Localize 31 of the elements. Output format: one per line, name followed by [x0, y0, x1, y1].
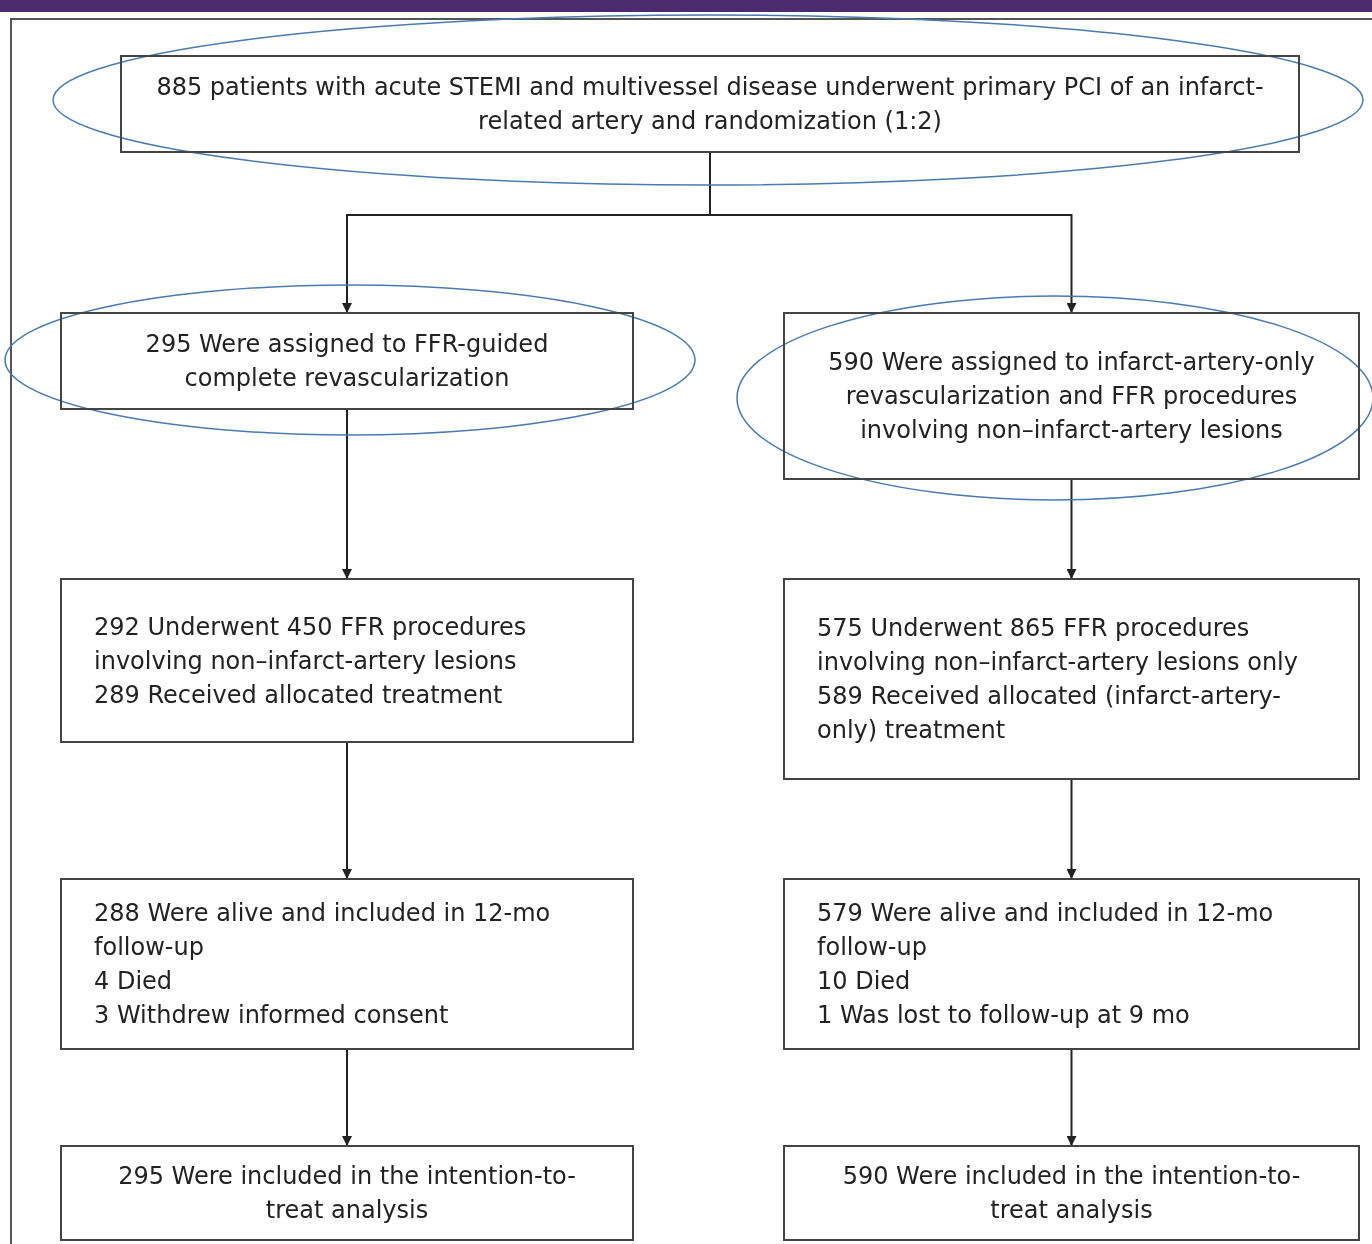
box-text: 292 Underwent 450 FFR procedures involving non–infarct-artery lesions [94, 611, 528, 677]
box-text: 4 Died [94, 966, 173, 997]
box-text: 1 Was lost to follow-up at 9 mo [817, 1000, 1190, 1031]
flow-box [783, 1145, 1360, 1241]
arrow [1066, 779, 1077, 879]
flow-box [60, 878, 634, 1050]
box-text: 575 Underwent 865 FFR procedures involving non–infarct-artery lesions only [817, 613, 1299, 678]
box-text: 589 Received allocated (infarct-artery-only) treatment [817, 681, 1282, 746]
box-text: 10 Died [817, 966, 911, 997]
arrow [709, 152, 1077, 313]
flow-box [783, 878, 1360, 1050]
box-text: 579 Were alive and included in 12-mo follow-up [817, 898, 1275, 963]
box-text: 590 Were assigned to infarct-artery-only revascularization and FFR procedures involving non–infarct-artery lesions [827, 347, 1316, 446]
box-text: 590 Were included in the intention-to-treat analysis [841, 1161, 1302, 1226]
flow-box [60, 1145, 634, 1241]
arrow [342, 742, 352, 879]
flow-box [60, 312, 634, 410]
flow-box [783, 578, 1360, 780]
arrow [1066, 479, 1077, 579]
box-text: 289 Received allocated treatment [94, 679, 503, 711]
box-text: 288 Were alive and included in 12-mo follow-up [94, 898, 552, 963]
flow-box [783, 312, 1360, 480]
flow-box [60, 578, 634, 743]
arrow [342, 409, 352, 579]
arrow [1066, 1049, 1077, 1146]
box-text: 885 patients with acute STEMI and multivessel disease underwent primary PCI of an infarct-related artery and randomization (1:2) [155, 72, 1265, 137]
arrow [342, 1049, 352, 1146]
box-text: 295 Were assigned to FFR-guided complete revascularization [144, 329, 550, 394]
flow-box [120, 55, 1300, 153]
box-text: 295 Were included in the intention-to-treat analysis [117, 1161, 577, 1226]
box-text: 3 Withdrew informed consent [94, 1000, 449, 1031]
